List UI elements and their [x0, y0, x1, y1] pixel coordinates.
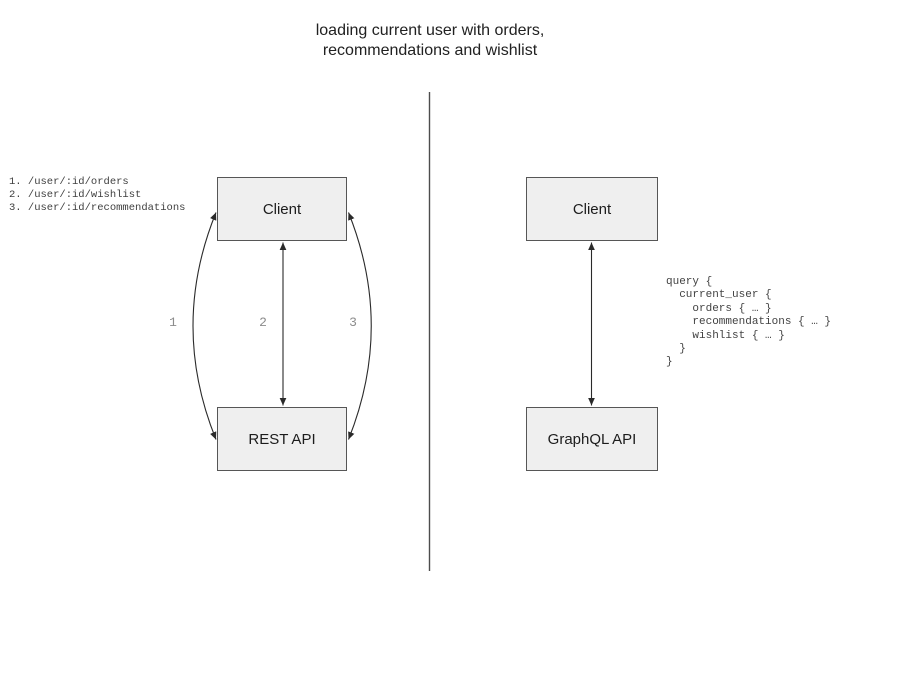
- arrow-label-1: 1: [169, 315, 177, 330]
- graphql-client-label: Client: [572, 200, 612, 218]
- rest-api-node: REST API: [217, 407, 347, 471]
- arrow-label-2: 2: [259, 315, 267, 330]
- rest-arc-arrow-3: [347, 212, 372, 440]
- graphql-query-code: query { current_user { orders { … } reco…: [666, 276, 832, 369]
- rest-client-node: Client: [217, 177, 347, 241]
- graphql-api-node: GraphQL API: [526, 407, 658, 471]
- diagram-title: loading current user with orders, recomm…: [315, 22, 545, 59]
- rest-endpoints-list: 1. /user/:id/orders 2. /user/:id/wishlis…: [9, 176, 186, 214]
- arrow-label-3: 3: [349, 315, 357, 330]
- graphql-api-label: GraphQL API: [547, 430, 637, 448]
- rest-arc-arrow-1: [192, 212, 217, 440]
- graphql-client-node: Client: [526, 177, 658, 241]
- rest-api-label: REST API: [248, 430, 316, 448]
- rest-client-label: Client: [262, 200, 302, 218]
